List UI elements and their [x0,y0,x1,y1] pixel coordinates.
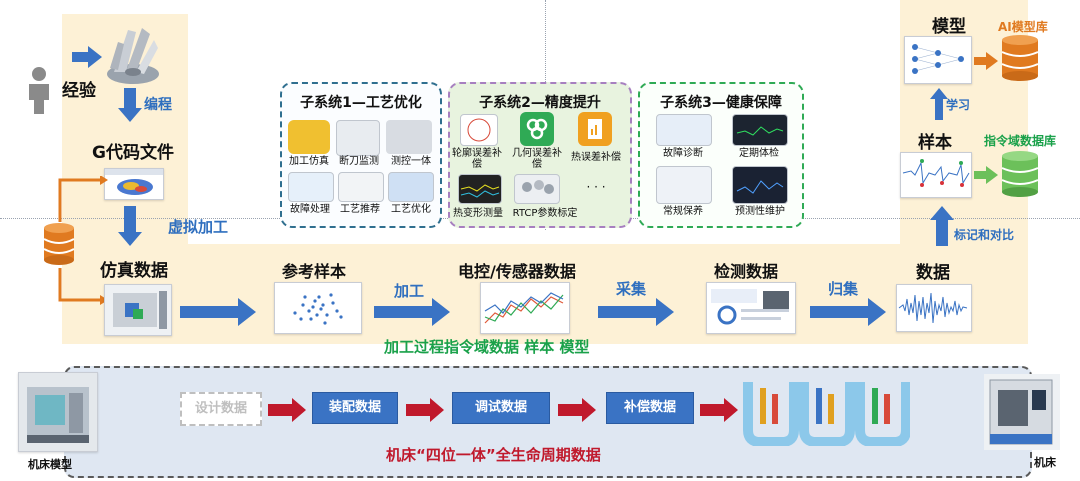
arrow-down-icon [118,206,142,246]
sim-machining-image [288,120,330,154]
process-recommend-image [338,172,384,202]
routine-maintenance-image [656,166,712,204]
subsystem-2-item: RTCP参数标定 [512,208,578,219]
subsystem-1-item: 工艺优化 [391,204,431,215]
ai-model-lib-label: AI模型库 [998,20,1048,34]
sim-data-label: 仿真数据 [100,261,168,281]
contour-error-image [460,114,498,146]
debug-data-stage: 调试数据 [452,392,550,424]
reference-sample-label: 参考样本 [282,262,347,281]
gcode-thumbnail [104,168,164,200]
compensation-data-stage: 补偿数据 [606,392,694,424]
domain-db-label: 指令域数据库 [984,134,1057,148]
subsystem-3-item: 常规保养 [663,206,703,217]
machine-label: 机床 [1034,456,1056,469]
arrow-right-icon [974,166,998,184]
machine-model-image [18,372,98,452]
learn-label: 学习 [946,98,971,112]
arrow-right-icon [180,298,256,326]
data-label: 数据 [916,263,950,283]
periodic-check-image [732,114,788,146]
arrow-right-red-icon [406,398,444,422]
subsystem-2-item: 轮廓误差补偿 [452,148,502,170]
arrow-right-icon [374,298,450,326]
subsystem-2-item: 热变形测量 [453,208,503,219]
machine-tool-image [984,374,1060,450]
person-icon [29,67,49,114]
data-signal-thumbnail [896,284,972,332]
arrow-right-red-icon [268,398,306,422]
virtual-machining-label: 虚拟加工 [168,218,229,236]
band-caption: 加工过程指令域数据 样本 模型 [384,338,590,356]
sensor-data-thumbnail [480,282,570,334]
subsystem-1-item: 断刀监测 [339,156,379,167]
thermal-deform-image [458,174,502,204]
arrow-up-icon [930,206,954,246]
subsystem-2-item: 几何误差补偿 [512,148,562,170]
rtcp-image [514,174,560,204]
assembly-data-stage: 装配数据 [312,392,398,424]
design-data-stage: 设计数据 [180,392,262,426]
collect-label: 采集 [616,280,647,298]
arrow-right-icon [810,298,886,326]
subsystem-3-item: 预测性维护 [735,206,785,217]
subsystem-1-item: 故障处理 [290,204,330,215]
sample-signal-thumbnail [900,152,972,198]
measure-control-image [386,120,432,154]
tool-break-image [336,120,380,156]
arrow-right-icon [598,298,674,326]
experience-label: 经验 [62,81,96,101]
gcode-label: G代码文件 [92,143,174,163]
machining-label: 加工 [394,282,425,300]
subsystem-1-item: 加工仿真 [289,156,329,167]
lifecycle-caption: 机床“四位一体”全生命周期数据 [386,446,601,464]
thermal-error-icon [578,112,612,146]
sim-data-thumbnail [104,284,172,336]
subsystem-1-item: 测控一体 [391,156,431,167]
subsystem-3-panel: 子系统3—健康保障 故障诊断 定期体检 常规保养 预测性维护 [638,82,804,228]
arrow-up-icon [930,88,948,120]
predictive-maintenance-image [732,166,788,204]
sample-label: 样本 [918,133,952,153]
arrow-right-icon [974,52,998,70]
detection-data-thumbnail [706,282,796,334]
arrow-right-icon [72,46,102,68]
database-icon [43,223,75,265]
orange-connector [58,176,108,305]
detection-data-label: 检测数据 [714,262,779,281]
subsystem-1-panel: 子系统1—工艺优化 加工仿真 断刀监测 测控一体 故障处理 工艺推荐 工艺优化 [280,82,442,228]
subsystem-2-item: · · · [586,180,606,194]
machine-model-label: 机床模型 [28,458,72,471]
domain-database-icon [1001,151,1039,197]
arrow-down-icon [118,88,142,122]
model-label: 模型 [932,17,966,37]
fault-handling-image [288,172,334,202]
arrow-right-red-icon [700,398,738,422]
subsystem-1-item: 工艺推荐 [340,204,380,215]
ai-model-database-icon [1001,35,1039,81]
arrow-right-red-icon [558,398,596,422]
subsystem-3-item: 定期体检 [739,148,779,159]
process-optimize-image [388,172,434,202]
model-network-thumbnail [904,36,972,84]
geometry-error-icon [520,112,554,146]
subsystem-2-title: 子系统2—精度提升 [479,95,601,111]
label-compare-label: 标记和对比 [954,228,1015,242]
subsystem-1-title: 子系统1—工艺优化 [300,95,422,111]
aggregate-label: 归集 [828,280,859,298]
subsystem-3-title: 子系统3—健康保障 [660,95,782,111]
subsystem-3-item: 故障诊断 [663,148,703,159]
process-flow-diagram [743,382,910,446]
electric-sensor-label: 电控/传感器数据 [458,262,576,281]
subsystem-2-item: 热误差补偿 [571,152,621,163]
programming-label: 编程 [144,97,172,113]
fault-diagnosis-image [656,114,712,146]
impeller-image [107,28,159,84]
subsystem-2-panel: 子系统2—精度提升 轮廓误差补偿 几何误差补偿 热误差补偿 · · · 热变形测… [448,82,632,228]
reference-sample-scatter [274,282,362,334]
